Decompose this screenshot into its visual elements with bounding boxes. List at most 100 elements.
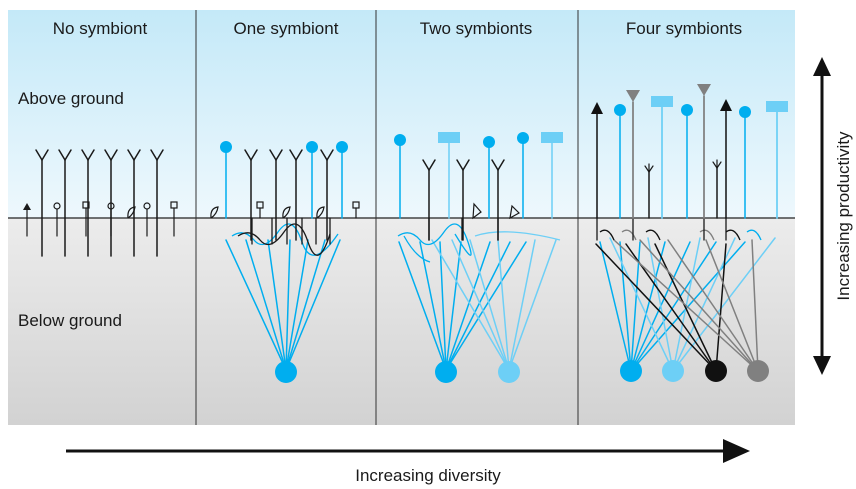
seedling-circle [53, 202, 61, 210]
shoot-arrow [720, 99, 732, 111]
seedling-flag [472, 202, 482, 220]
leaf [422, 159, 430, 171]
above-ground-zone [8, 10, 795, 218]
hypha-network [231, 223, 339, 256]
hypha [469, 239, 510, 371]
panel-title-one-symbiont: One symbiont [234, 19, 339, 38]
productivity-label: Increasing productivity [834, 131, 853, 301]
leaf [712, 161, 718, 169]
hypha-network [621, 229, 637, 241]
flower-circle [336, 141, 348, 153]
panel-title-no-symbiont: No symbiont [53, 19, 148, 38]
hypha [630, 241, 717, 372]
hypha [398, 241, 447, 371]
leaf [275, 149, 283, 161]
flower-circle [394, 134, 406, 146]
flower-circle [306, 141, 318, 153]
hypha [445, 241, 527, 371]
hypha-network [397, 223, 472, 256]
hypha [497, 239, 510, 371]
leaf [156, 149, 164, 161]
seedling-leaf [282, 206, 291, 219]
seedling-circle [143, 202, 151, 210]
seedling-square [352, 201, 360, 209]
symbiont-hyphae [225, 217, 776, 372]
hypha-network [725, 229, 741, 241]
hypha-network [645, 229, 661, 241]
symbiont-node [747, 360, 769, 382]
flower-rect [651, 96, 673, 107]
hypha [285, 239, 341, 371]
hypha [715, 243, 727, 372]
flower-circle [517, 132, 529, 144]
leaf [35, 149, 43, 161]
leaf [81, 149, 89, 161]
symbiont-node [435, 361, 457, 383]
leaf [133, 149, 141, 161]
hypha [508, 239, 557, 371]
symbiont-node [275, 361, 297, 383]
panel-title-four-symbionts: Four symbionts [626, 19, 742, 38]
hypha [445, 241, 491, 371]
hypha [451, 239, 510, 371]
flower-circle [739, 106, 751, 118]
above-ground-label: Above ground [18, 89, 124, 108]
hypha [267, 239, 287, 371]
hypha [613, 239, 759, 372]
shoot-triangle [697, 84, 711, 96]
seedling-square [82, 201, 90, 209]
flower-rect [766, 101, 788, 112]
productivity-arrowhead-up [813, 57, 831, 76]
hypha [609, 237, 674, 372]
hypha [654, 243, 717, 372]
hypha [439, 241, 447, 371]
hypha [639, 239, 759, 372]
leaf [716, 161, 722, 169]
seedling-leaf [127, 206, 136, 219]
leaf [244, 149, 252, 161]
flower-circle [681, 104, 693, 116]
leaf [648, 165, 654, 173]
hypha [431, 239, 510, 371]
hypha [672, 237, 776, 372]
seedling-square [170, 201, 178, 209]
shoot-triangle [626, 90, 640, 102]
leaf [289, 149, 297, 161]
leaf [269, 149, 277, 161]
hypha-network [237, 223, 331, 256]
leaf [295, 149, 303, 161]
symbiont-nodes [275, 360, 769, 383]
hypha [445, 241, 462, 371]
hypha-network [746, 229, 762, 241]
below-ground-label: Below ground [18, 311, 122, 330]
diversity-label: Increasing diversity [355, 466, 501, 485]
seedling-flag [509, 204, 520, 220]
seedling-leaf [316, 206, 325, 219]
hypha [647, 237, 674, 372]
hypha-network [403, 235, 431, 263]
flower-rect [438, 132, 460, 143]
leaf [428, 159, 436, 171]
leaf [250, 149, 258, 161]
hypha [508, 239, 536, 371]
leaf [110, 149, 118, 161]
hypha-network [699, 229, 715, 241]
seedling-arrow [23, 203, 31, 210]
flower-circle [220, 141, 232, 153]
hypha [595, 243, 717, 372]
hypha [751, 239, 759, 372]
hypha [667, 239, 759, 372]
hypha [599, 241, 632, 372]
leaf [127, 149, 135, 161]
hypha [672, 237, 701, 372]
hypha [630, 241, 666, 372]
leaf [491, 159, 499, 171]
seedling-leaf [210, 206, 219, 219]
leaf [104, 149, 112, 161]
symbiont-node [662, 360, 684, 382]
hypha-network [599, 229, 615, 241]
hypha [285, 239, 291, 371]
flower-circle [483, 136, 495, 148]
symbiont-node [705, 360, 727, 382]
